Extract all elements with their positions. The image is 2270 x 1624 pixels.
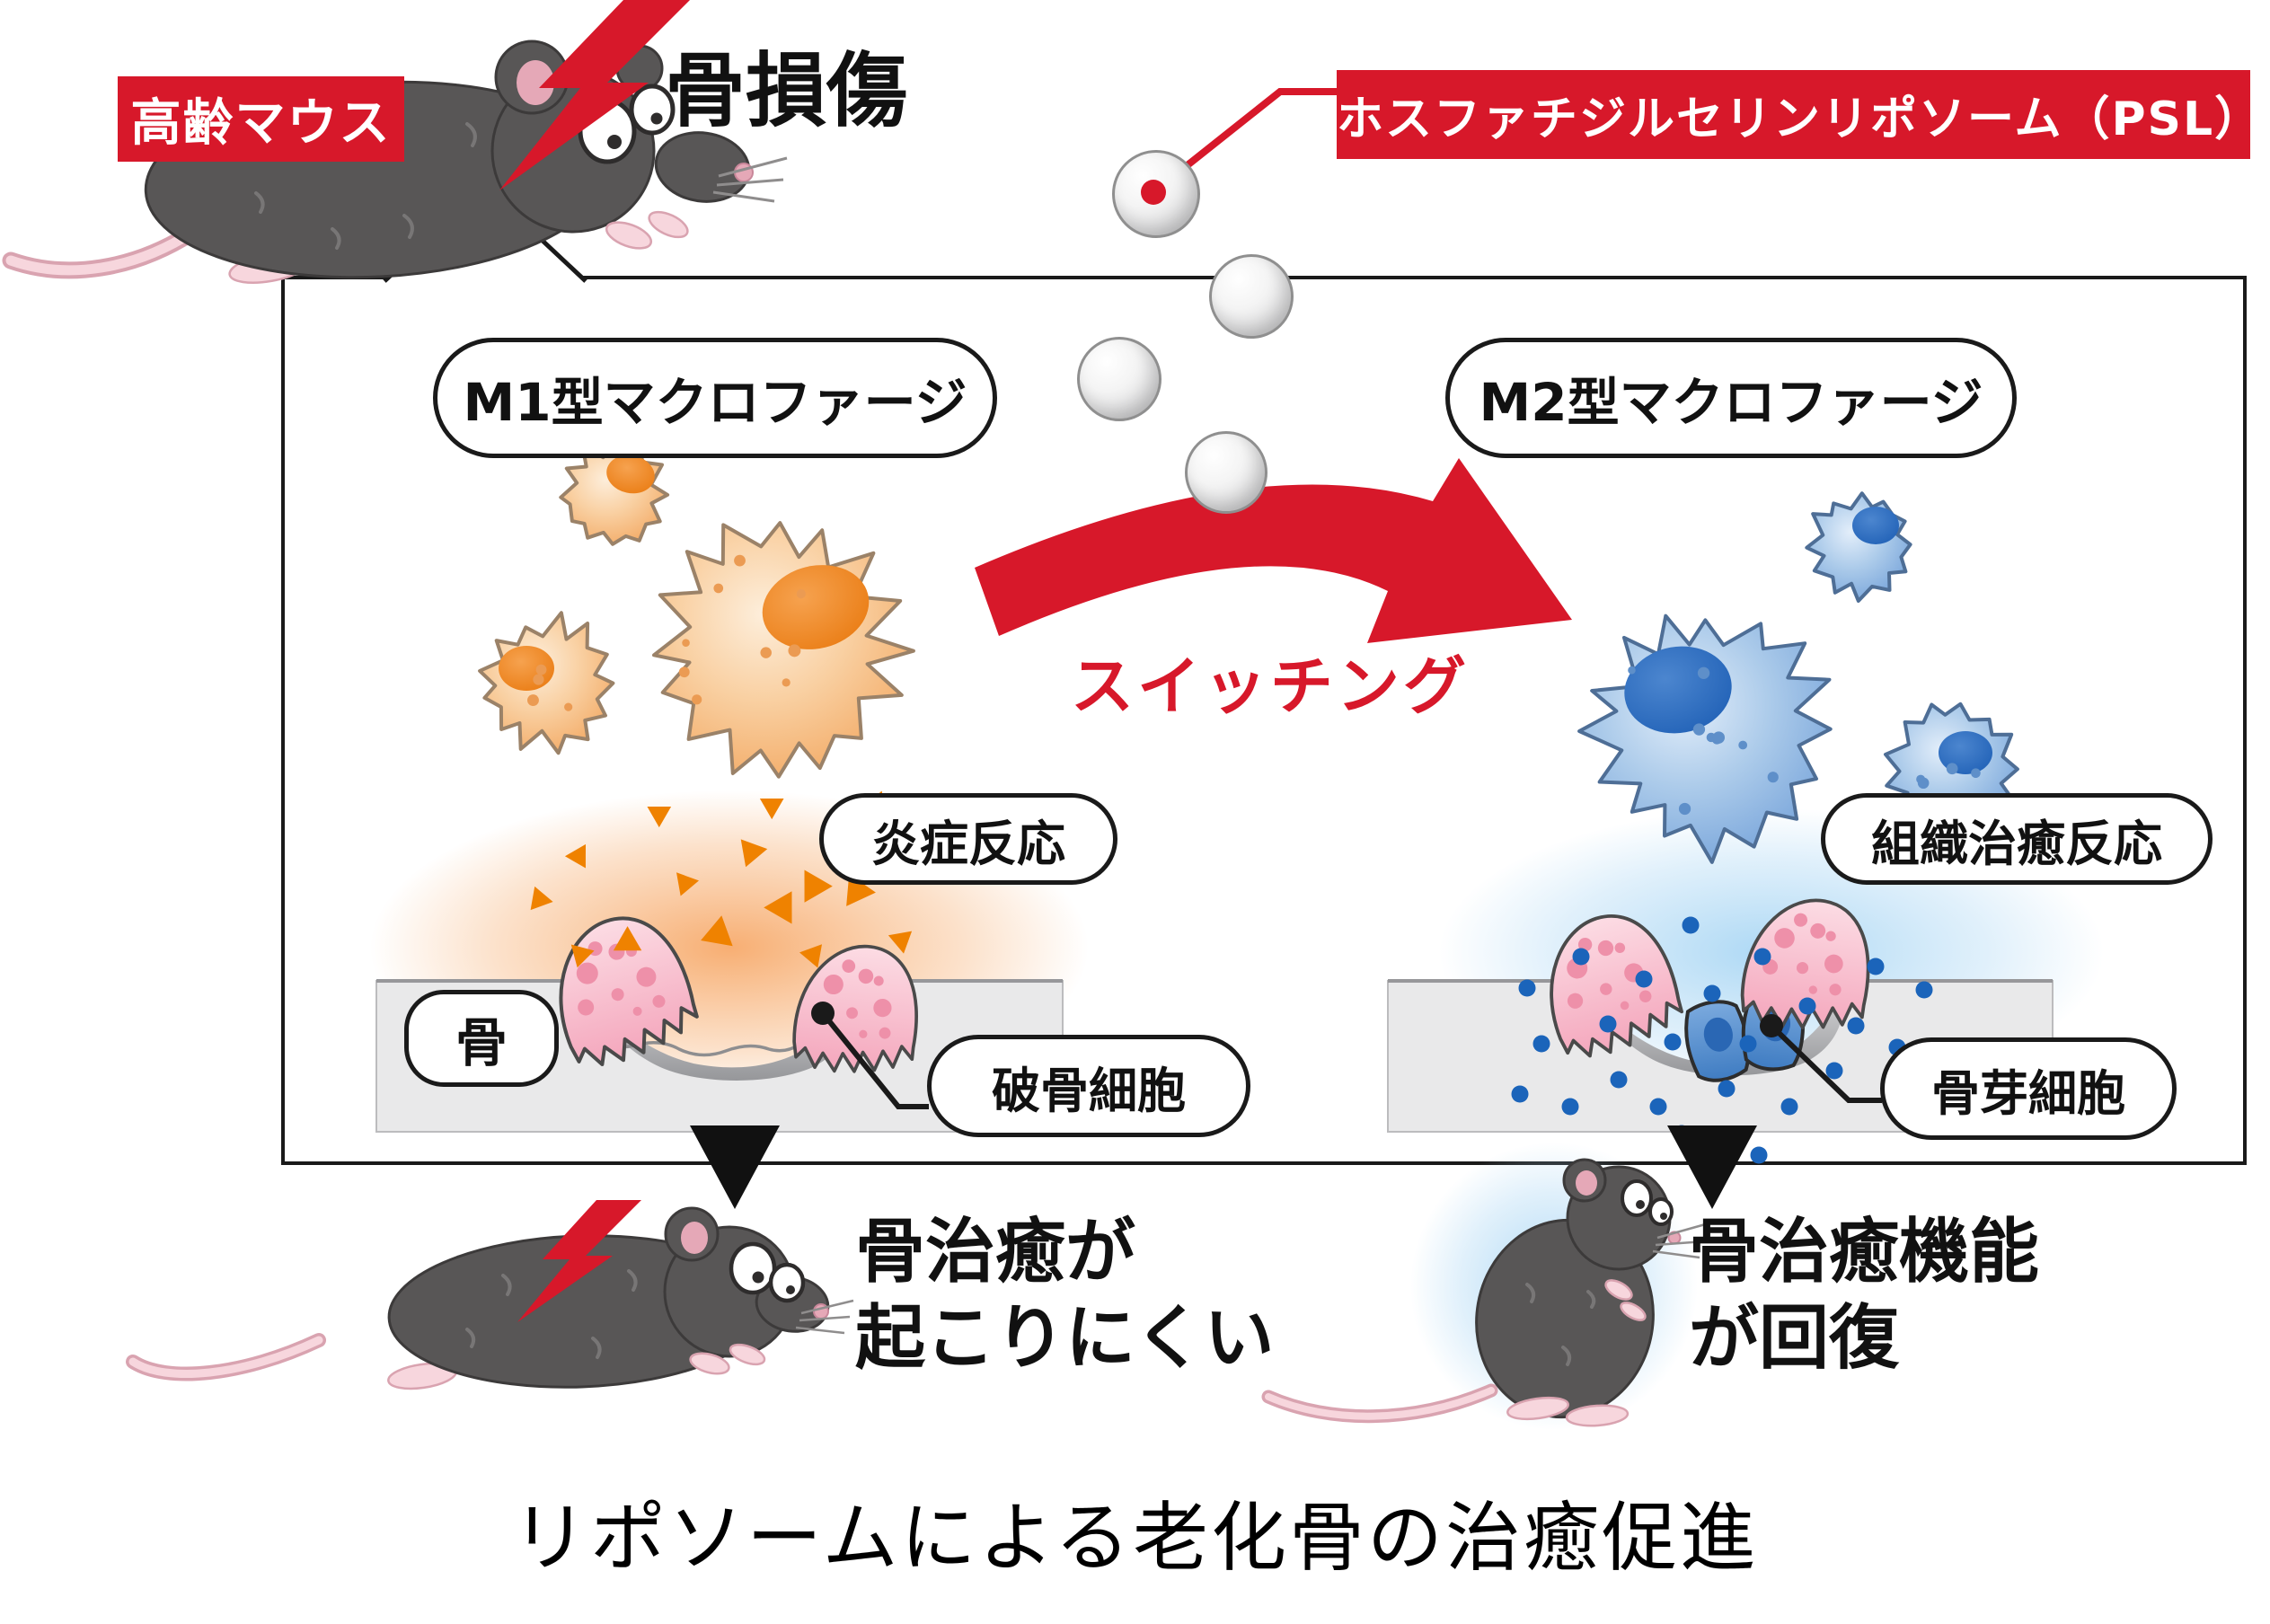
m2-macrophage-cells bbox=[1577, 491, 2019, 864]
m1-macrophage-cells bbox=[478, 441, 915, 779]
aged-mouse-badge: 高齢マウス bbox=[118, 76, 404, 162]
bone-pill: 骨 bbox=[404, 990, 559, 1087]
osteoblast-connector bbox=[1760, 1014, 1882, 1103]
outcome-left-text: 骨治癒が 起こりにくい bbox=[855, 1212, 1275, 1379]
recovered-mouse-illustration bbox=[1261, 1143, 1709, 1430]
down-arrow-right bbox=[1667, 1125, 1757, 1209]
lightning-icon bbox=[499, 0, 690, 190]
m2-macrophage-pill: M2型マクロファージ bbox=[1445, 338, 2017, 458]
bone-injury-label: 骨損傷 bbox=[665, 44, 907, 138]
osteoclast-connector bbox=[811, 1002, 929, 1109]
liposome-sphere bbox=[1209, 254, 1294, 339]
osteoclast-pill: 破骨細胞 bbox=[927, 1035, 1250, 1137]
down-arrow-left bbox=[690, 1125, 780, 1209]
lightning-icon bbox=[517, 1200, 641, 1322]
liposome-sphere bbox=[1185, 431, 1267, 514]
psl-badge: ホスファチジルセリンリポソーム（PSL） bbox=[1337, 70, 2261, 159]
inflammation-pill: 炎症反応 bbox=[819, 793, 1117, 885]
switching-label: スイッチング bbox=[1071, 649, 1470, 723]
osteoblast-pill: 骨芽細胞 bbox=[1880, 1037, 2177, 1140]
liposome-sphere bbox=[1077, 337, 1161, 421]
switching-arrow bbox=[975, 458, 1572, 643]
psl-pointer-dot bbox=[1141, 180, 1166, 205]
injured-mouse-illustration bbox=[126, 1206, 854, 1390]
tissue-healing-pill: 組織治癒反応 bbox=[1821, 793, 2213, 885]
m1-macrophage-pill: M1型マクロファージ bbox=[433, 338, 997, 458]
figure-caption: リポソームによる老化骨の治癒促進 bbox=[512, 1494, 1758, 1582]
outcome-right-text: 骨治癒機能 が回復 bbox=[1689, 1212, 2040, 1379]
